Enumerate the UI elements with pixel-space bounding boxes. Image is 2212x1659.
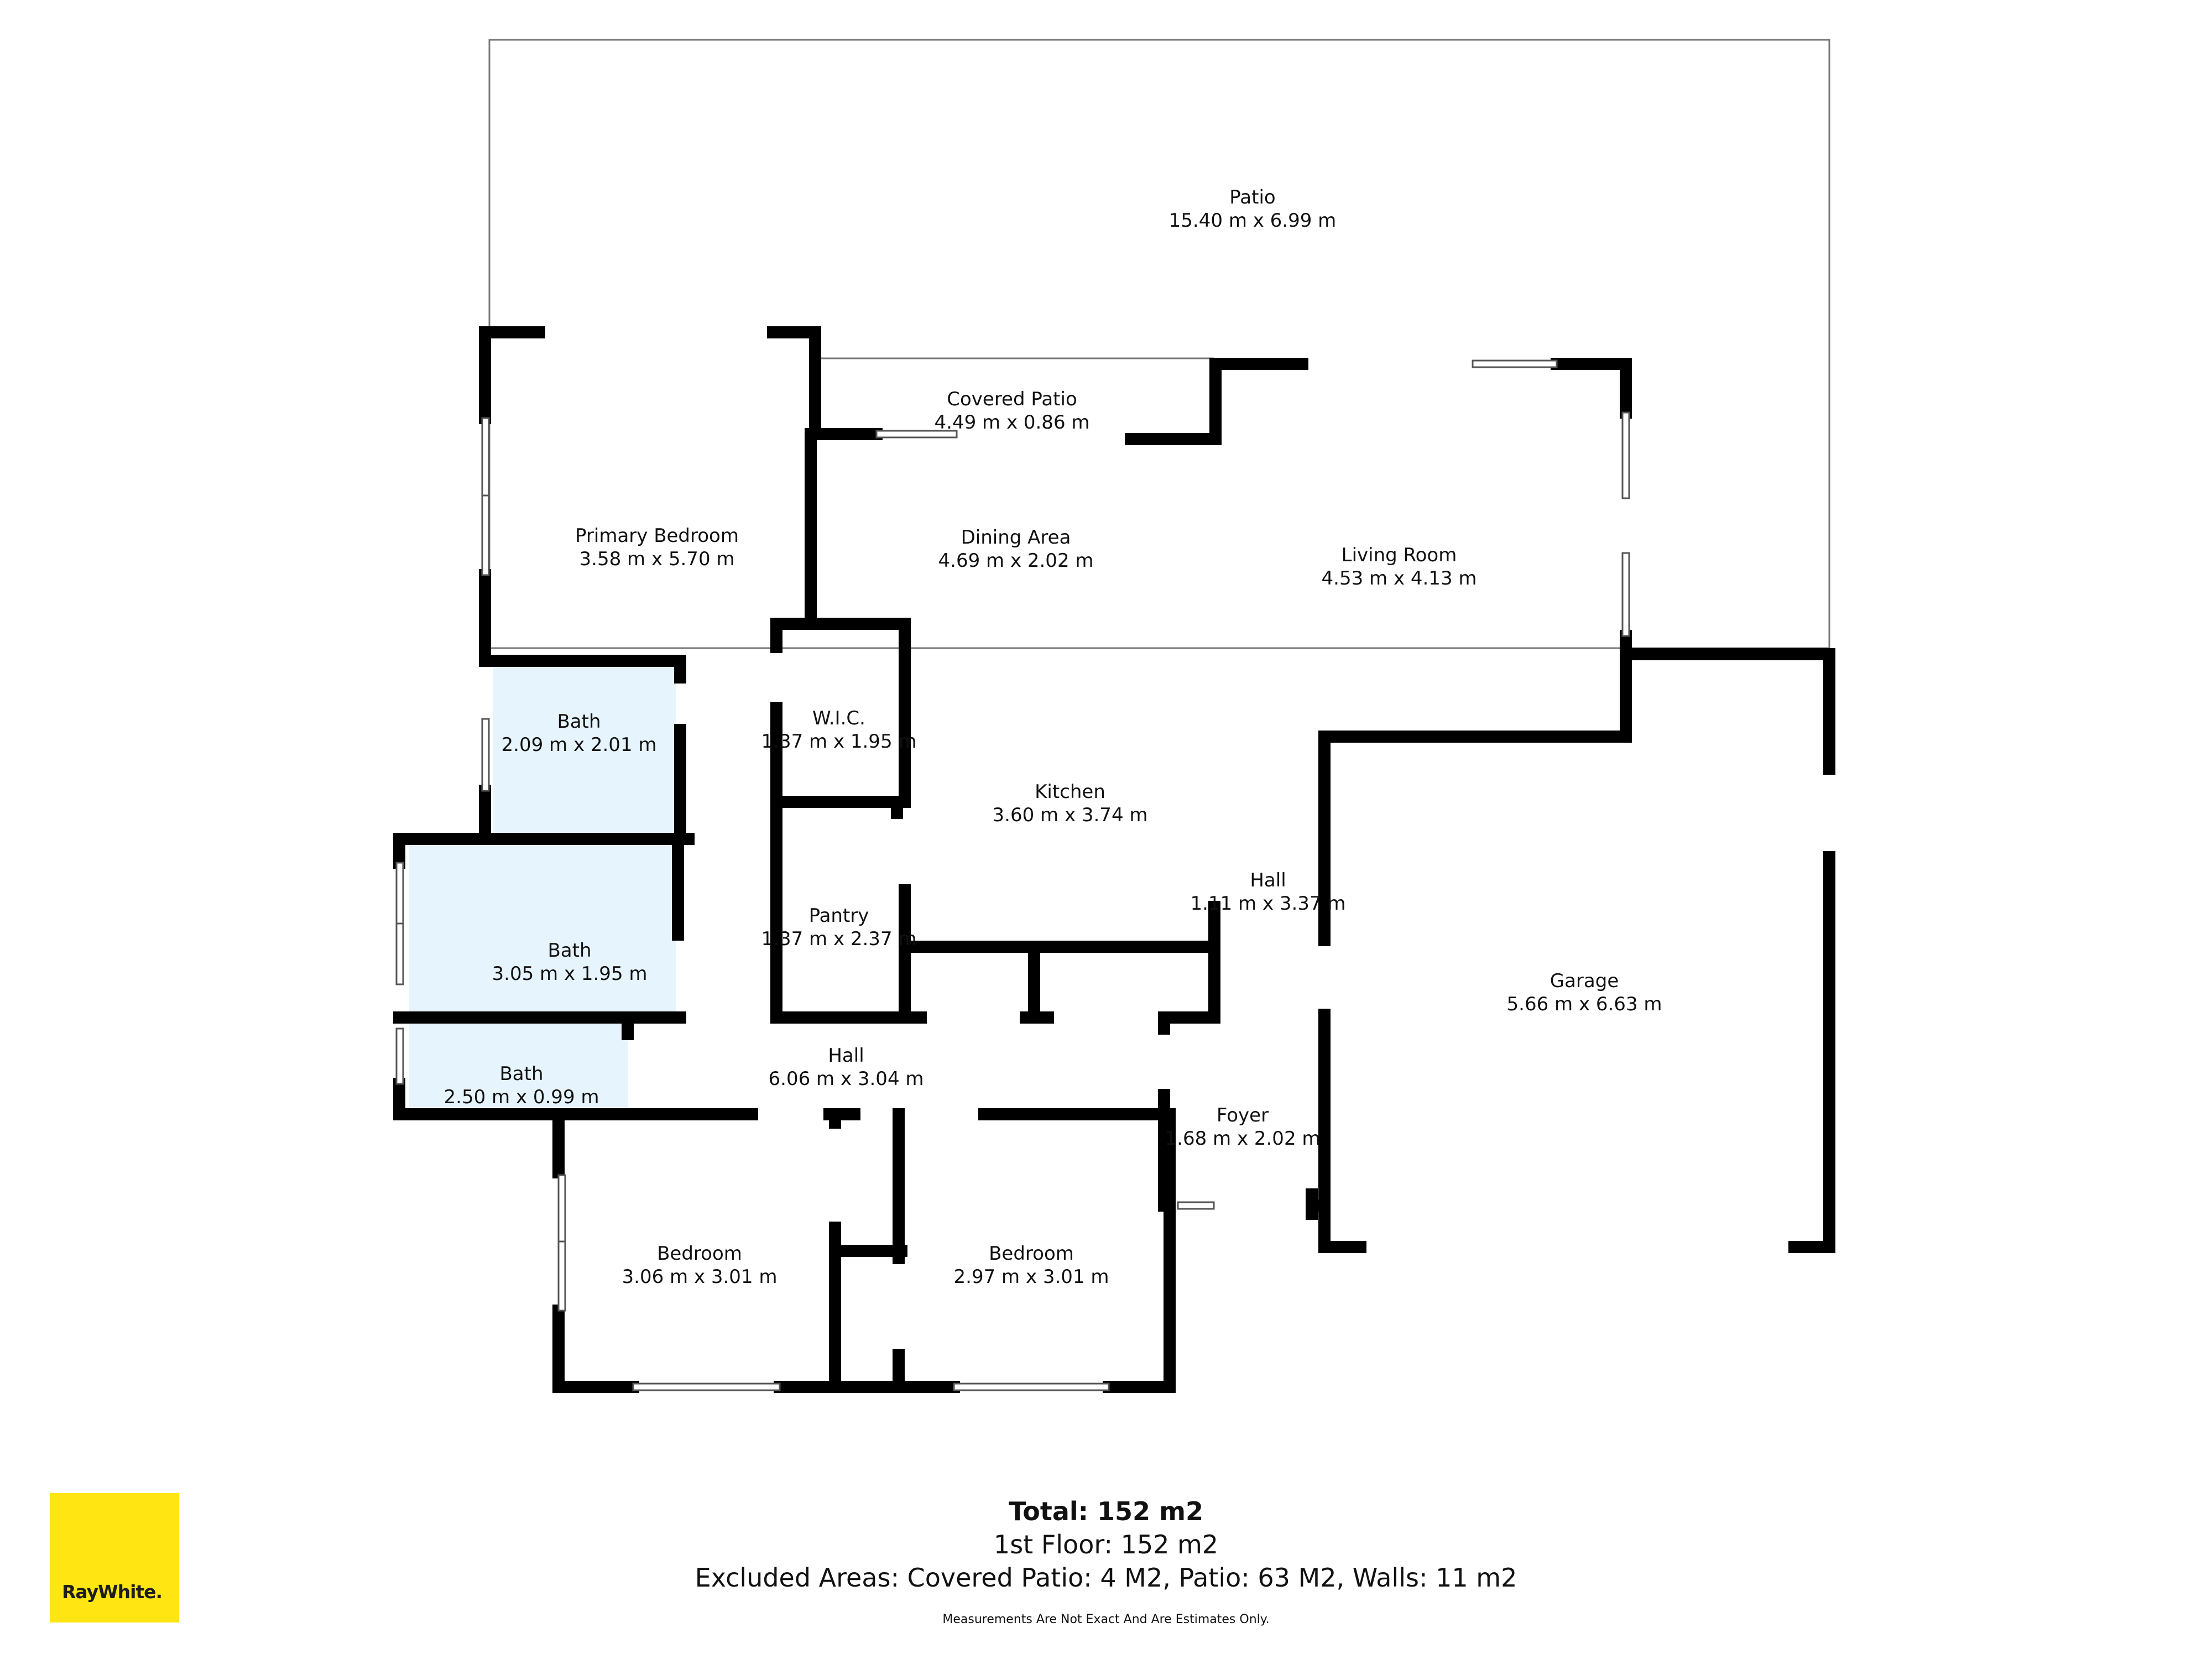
hall-small-name: Hall [1250, 869, 1286, 891]
bedroom-1-name: Bedroom [657, 1243, 742, 1265]
wic-name: W.I.C. [812, 707, 865, 729]
kitchen-name: Kitchen [1035, 781, 1105, 803]
bath-1-name: Bath [557, 711, 601, 733]
bedroom-1-dims: 3.06 m x 3.01 m [622, 1266, 778, 1288]
garage-dims: 5.66 m x 6.63 m [1507, 993, 1662, 1015]
garage-name: Garage [1550, 970, 1619, 992]
disclaimer: Measurements Are Not Exact And Are Estim… [942, 1613, 1270, 1626]
wic-dims: 1.37 m x 1.95 m [761, 731, 917, 753]
primary-bedroom-dims: 3.58 m x 5.70 m [580, 548, 735, 570]
bath-3-dims: 2.50 m x 0.99 m [444, 1086, 599, 1108]
primary-bedroom-name: Primary Bedroom [575, 525, 739, 547]
bedroom-2-dims: 2.97 m x 3.01 m [954, 1266, 1109, 1288]
living-room-dims: 4.53 m x 4.13 m [1322, 567, 1477, 589]
patio-dims: 15.40 m x 6.99 m [1169, 210, 1337, 232]
living-room-name: Living Room [1342, 544, 1457, 566]
floor-area: 1st Floor: 152 m2 [993, 1530, 1219, 1559]
foyer-dims: 1.68 m x 2.02 m [1165, 1128, 1321, 1150]
raywhite-logo: RayWhite. [50, 1493, 179, 1623]
logo-text: RayWhite. [62, 1581, 163, 1603]
covered-patio-name: Covered Patio [947, 388, 1077, 410]
total-area: Total: 152 m2 [1008, 1496, 1204, 1526]
bath-1-dims: 2.09 m x 2.01 m [502, 734, 657, 756]
dining-area-name: Dining Area [961, 526, 1071, 549]
kitchen-dims: 3.60 m x 3.74 m [993, 804, 1148, 826]
bath-fill-1 [493, 661, 676, 837]
bedroom-2-name: Bedroom [989, 1243, 1074, 1265]
excluded-areas: Excluded Areas: Covered Patio: 4 M2, Pat… [695, 1563, 1517, 1593]
foyer-name: Foyer [1217, 1104, 1269, 1126]
hall-main-dims: 6.06 m x 3.04 m [769, 1068, 924, 1090]
pantry-name: Pantry [809, 905, 869, 927]
hall-main-name: Hall [828, 1045, 864, 1067]
hall-small-dims: 1.11 m x 3.37 m [1191, 893, 1346, 915]
bath-3-name: Bath [499, 1063, 543, 1085]
covered-patio-dims: 4.49 m x 0.86 m [935, 411, 1090, 434]
patio-name: Patio [1229, 186, 1275, 208]
bath-fill-3 [409, 1024, 628, 1107]
bath-2-name: Bath [547, 940, 591, 962]
windows [395, 359, 1630, 1391]
walls [393, 326, 1835, 1393]
pantry-dims: 1.37 m x 2.37 m [761, 928, 917, 950]
bath-fill-2 [409, 846, 676, 1015]
dining-area-dims: 4.69 m x 2.02 m [938, 550, 1094, 572]
bath-2-dims: 3.05 m x 1.95 m [492, 963, 648, 985]
